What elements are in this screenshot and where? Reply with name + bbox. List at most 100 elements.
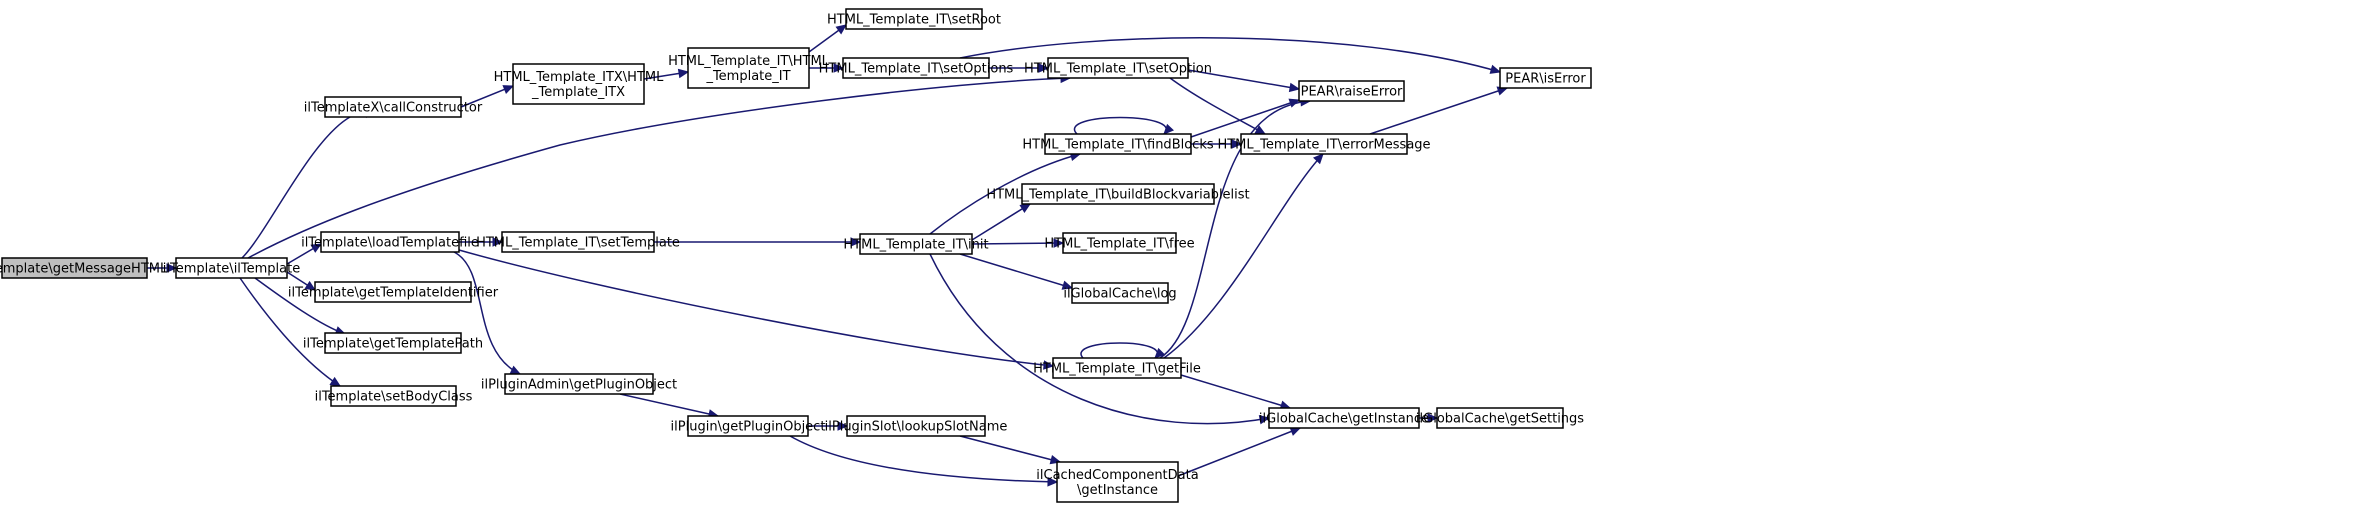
node-free[interactable]: HTML_Template_IT\free xyxy=(1044,232,1195,254)
edge-findBlocks-to-raiseError xyxy=(1190,98,1301,138)
edge-ilTemplate-to-loadTemplatefile xyxy=(286,243,323,265)
node-box xyxy=(1071,282,1169,304)
edge-line xyxy=(247,77,1071,259)
node-loadTemplatefile[interactable]: ilTemplate\loadTemplatefile xyxy=(301,231,479,253)
node-setOptions[interactable]: HTML_Template_IT\setOptions xyxy=(819,57,1014,79)
edge-setOption-to-errorMessage xyxy=(1169,77,1267,135)
nodes-layer: ilTemplate\getMessageHTMLilTemplate\ilTe… xyxy=(0,8,1592,503)
edge-line xyxy=(1369,87,1508,135)
edge-line xyxy=(929,253,1270,425)
node-box xyxy=(320,231,460,253)
node-getSettings[interactable]: ilGlobalCache\getSettings xyxy=(1416,407,1584,429)
node-init[interactable]: HTML_Template_IT\init xyxy=(843,233,989,255)
edge-setTemplate-to-init xyxy=(654,237,862,247)
edge-getFile-to-gcGetInstance xyxy=(1180,374,1292,410)
node-label: ilTemplate\setBodyClass xyxy=(315,390,473,405)
edge-line xyxy=(239,277,341,387)
node-getTemplateIdentifier[interactable]: ilTemplate\getTemplateIdentifier xyxy=(288,281,499,303)
edge-getFile-to-errorMessage xyxy=(1163,153,1324,359)
node-box xyxy=(1436,407,1564,429)
arrowhead-icon xyxy=(1231,139,1243,149)
arrowhead-icon xyxy=(1053,238,1065,248)
arrowhead-icon xyxy=(1313,153,1324,165)
edge-init-to-free xyxy=(971,238,1065,248)
edge-ilTemplate-to-setBodyClass xyxy=(239,277,342,387)
arrowhead-icon xyxy=(1154,347,1166,359)
node-label: HTML_Template_IT\buildBlockvariablelist xyxy=(986,188,1249,203)
arrowhead-icon xyxy=(1061,280,1074,290)
arrowhead-icon xyxy=(850,237,862,247)
edge-line xyxy=(619,393,719,417)
edge-line xyxy=(971,242,1064,245)
node-getTemplatePath[interactable]: ilTemplate\getTemplatePath xyxy=(303,332,483,354)
node-ITctor[interactable]: HTML_Template_IT\HTML_Template_IT xyxy=(668,47,830,89)
node-box xyxy=(1062,232,1177,254)
node-getMessageHTML[interactable]: ilTemplate\getMessageHTML xyxy=(0,257,168,279)
node-setRoot[interactable]: HTML_Template_IT\setRoot xyxy=(827,8,1001,30)
node-label: ilCachedComponentData xyxy=(1036,468,1198,483)
node-setOption[interactable]: HTML_Template_IT\setOption xyxy=(1024,57,1212,79)
node-buildBlockvariablelist[interactable]: HTML_Template_IT\buildBlockvariablelist xyxy=(986,183,1250,205)
node-ITXctor[interactable]: HTML_Template_ITX\HTML_Template_ITX xyxy=(494,63,664,105)
edge-getFile-to-getFile xyxy=(1080,342,1166,359)
node-box xyxy=(175,257,288,279)
node-box xyxy=(501,231,655,253)
node-adminGetPluginObject[interactable]: ilPluginAdmin\getPluginObject xyxy=(481,373,677,395)
node-ccdGetInstance[interactable]: ilCachedComponentData\getInstance xyxy=(1036,461,1199,503)
node-box xyxy=(846,415,986,437)
node-raiseError[interactable]: PEAR\raiseError xyxy=(1298,80,1405,102)
node-label: HTML_Template_IT\setRoot xyxy=(827,13,1001,28)
edge-line xyxy=(458,249,1054,367)
node-box xyxy=(324,332,462,354)
edge-line xyxy=(1163,153,1324,359)
edge-init-to-buildBlockvariablelist xyxy=(971,203,1032,241)
edge-line xyxy=(1169,77,1266,135)
arrowhead-icon xyxy=(1163,123,1175,135)
node-isError[interactable]: PEAR\isError xyxy=(1499,67,1592,89)
node-callConstructor[interactable]: ilTemplateX\callConstructor xyxy=(304,96,483,118)
arrowhead-icon xyxy=(833,63,845,73)
node-box xyxy=(1052,357,1182,379)
node-label: ilGlobalCache\log xyxy=(1063,287,1176,302)
node-label: ilPlugin\getPluginObject xyxy=(671,420,826,435)
edge-adminGetPluginObject-to-pluginGetPluginObject xyxy=(619,393,720,419)
node-pluginGetPluginObject[interactable]: ilPlugin\getPluginObject xyxy=(671,415,826,437)
node-box xyxy=(1240,133,1408,155)
arrowhead-icon xyxy=(502,85,515,94)
arrowhead-icon xyxy=(492,237,504,247)
edge-line xyxy=(959,253,1073,289)
arrowhead-icon xyxy=(1427,413,1439,423)
arrowhead-icon xyxy=(677,68,690,79)
node-box xyxy=(1268,407,1420,429)
arrowhead-icon xyxy=(304,280,317,291)
node-label: ilTemplate\loadTemplatefile xyxy=(301,236,479,251)
edge-gcGetInstance-to-getSettings xyxy=(1419,413,1439,423)
node-setBodyClass[interactable]: ilTemplate\setBodyClass xyxy=(315,385,473,407)
node-box xyxy=(314,281,472,303)
node-ilTemplate[interactable]: ilTemplate\ilTemplate xyxy=(163,257,300,279)
edge-line xyxy=(1190,99,1300,138)
edge-callConstructor-to-ITXctor xyxy=(460,85,515,108)
node-box xyxy=(859,233,973,255)
edge-ITctor-to-setRoot xyxy=(808,24,847,53)
node-log[interactable]: ilGlobalCache\log xyxy=(1063,282,1177,304)
edge-ITctor-to-setOptions xyxy=(809,63,845,73)
node-box xyxy=(842,57,990,79)
node-findBlocks[interactable]: HTML_Template_IT\findBlocks xyxy=(1022,133,1214,155)
edge-loadTemplatefile-to-adminGetPluginObject xyxy=(453,251,522,375)
node-errorMessage[interactable]: HTML_Template_IT\errorMessage xyxy=(1217,133,1431,155)
node-box xyxy=(324,96,462,118)
edge-line xyxy=(1177,427,1301,477)
node-gcGetInstance[interactable]: ilGlobalCache\getInstance xyxy=(1259,407,1429,429)
node-box xyxy=(1298,80,1405,102)
edge-line xyxy=(1159,100,1311,359)
edge-line xyxy=(1180,374,1291,409)
node-label: HTML_Template_IT\findBlocks xyxy=(1022,138,1213,153)
node-getFile[interactable]: HTML_Template_IT\getFile xyxy=(1033,357,1201,379)
node-lookupSlotName[interactable]: ilPluginSlot\lookupSlotName xyxy=(825,415,1008,437)
arrowhead-icon xyxy=(1043,360,1055,370)
node-box xyxy=(1047,57,1189,79)
node-setTemplate[interactable]: HTML_Template_IT\setTemplate xyxy=(476,231,680,253)
node-label: PEAR\raiseError xyxy=(1301,85,1403,100)
